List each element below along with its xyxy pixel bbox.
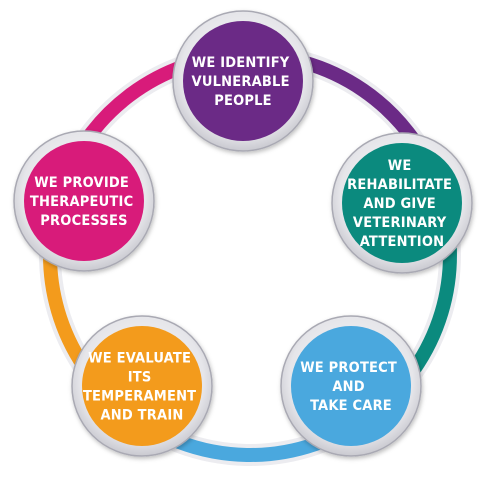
node-label-line: AND GIVE <box>363 196 436 212</box>
node-identify: WE IDENTIFY VULNERABLE PEOPLE <box>172 10 314 152</box>
node-label-line: WE <box>388 158 412 174</box>
node-label-line: WE IDENTIFY <box>192 55 290 71</box>
node-label: WE REHABILITATE AND GIVE VETERINARY ATTE… <box>347 158 457 250</box>
node-rehabilitate: WE REHABILITATE AND GIVE VETERINARY ATTE… <box>331 132 473 274</box>
node-label-line: THERAPEUTIC <box>30 194 133 210</box>
node-label-line: WE EVALUATE <box>88 351 191 367</box>
node-label: WE IDENTIFY VULNERABLE PEOPLE <box>192 55 295 109</box>
node-label-line: AND <box>332 379 364 395</box>
node-label-line: VULNERABLE <box>192 74 290 90</box>
node-disc <box>82 326 202 446</box>
node-protect: WE PROTECT AND TAKE CARE <box>280 315 422 457</box>
node-label-line: PEOPLE <box>214 93 272 109</box>
node-label-line: ATTENTION <box>360 234 445 250</box>
node-disc <box>291 326 411 446</box>
node-label-line: TAKE CARE <box>310 398 392 414</box>
node-label-line: REHABILITATE <box>347 177 452 193</box>
node-label-line: WE PROVIDE <box>34 175 129 191</box>
node-label-line: VETERINARY <box>353 215 447 231</box>
node-disc <box>342 143 462 263</box>
node-disc <box>183 21 303 141</box>
node-label-line: TEMPERAMENT <box>83 389 196 405</box>
node-label-line: WE PROTECT <box>300 360 397 376</box>
node-disc <box>24 141 144 261</box>
node-label-line: AND TRAIN <box>101 408 184 424</box>
node-label: WE PROVIDE THERAPEUTIC PROCESSES <box>30 175 138 229</box>
node-evaluate: WE EVALUATE ITS TEMPERAMENT AND TRAIN <box>71 315 213 457</box>
node-label: WE PROTECT AND TAKE CARE <box>300 360 402 414</box>
node-label-line: PROCESSES <box>40 213 127 229</box>
node-therapeutic: WE PROVIDE THERAPEUTIC PROCESSES <box>13 130 155 272</box>
node-label-line: ITS <box>128 370 152 386</box>
node-label: WE EVALUATE ITS TEMPERAMENT AND TRAIN <box>83 351 201 424</box>
